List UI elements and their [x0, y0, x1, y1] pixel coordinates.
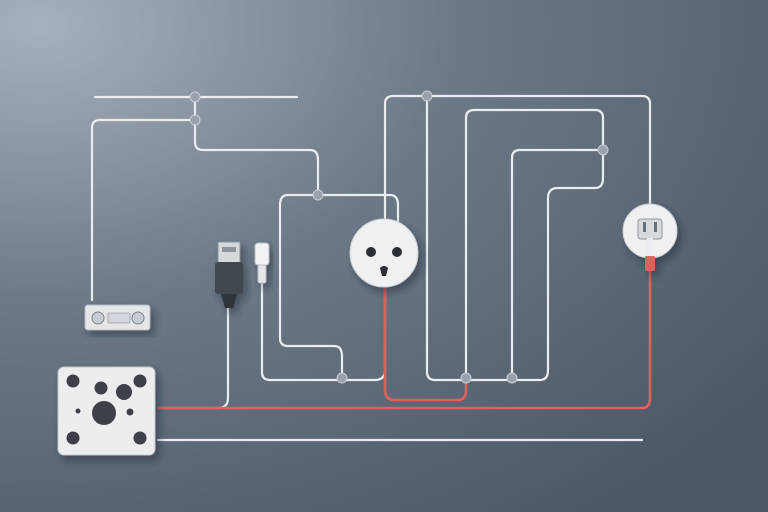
small-plug-tip — [257, 264, 267, 284]
plate-hole — [116, 384, 132, 400]
usb-port-slot — [222, 247, 236, 252]
plate-hole — [133, 431, 147, 445]
plate-center-hole — [92, 401, 116, 425]
plate-hole — [126, 408, 134, 416]
plug-prong — [643, 222, 646, 232]
usb-metal-tip — [217, 241, 241, 265]
junction-node — [189, 114, 201, 126]
junction-node — [421, 90, 433, 102]
plate-hole — [66, 431, 80, 445]
loop-around-outlet — [316, 193, 400, 224]
terminal-block — [84, 304, 151, 331]
junction-node — [312, 189, 324, 201]
plate-hole — [66, 374, 80, 388]
tall-loop-left — [383, 94, 652, 224]
red-wire-outlet — [383, 285, 468, 402]
plate-hole — [133, 374, 147, 388]
screw-icon — [91, 311, 105, 325]
usb-plug — [215, 241, 243, 308]
white-wires — [90, 94, 652, 442]
outlet-ground-hole — [380, 266, 388, 276]
small-plug-body — [254, 242, 270, 266]
junction-node — [189, 91, 201, 103]
junction-node — [506, 372, 518, 384]
red-wire-main — [156, 266, 652, 410]
screw-icon — [131, 311, 145, 325]
junction-node — [597, 144, 609, 156]
plate-hole — [94, 381, 108, 395]
usb-strain-relief — [221, 294, 237, 308]
switch-plate — [57, 366, 156, 456]
red-cable-sleeve — [645, 256, 655, 271]
outlet-hole-right — [392, 247, 402, 257]
wall-plug — [622, 203, 678, 271]
small-plug — [254, 242, 270, 284]
wall-plug-body — [637, 218, 663, 240]
junction-nodes — [189, 90, 609, 384]
plug-prong — [654, 222, 657, 232]
wire-down-to-junction — [193, 95, 320, 197]
plate-hole — [75, 408, 81, 414]
outlet-face — [349, 218, 419, 288]
junction-node — [336, 372, 348, 384]
loop-left-branch — [278, 193, 344, 380]
inner-loop-1 — [425, 94, 605, 382]
red-wires — [156, 266, 652, 410]
usb-housing — [215, 262, 243, 294]
outlet-hole-left — [366, 247, 376, 257]
round-outlet — [349, 218, 419, 288]
terminal-slot — [107, 312, 131, 324]
wire-to-terminal-block — [90, 118, 197, 302]
wall-plug-stem — [647, 238, 653, 258]
junction-node — [460, 372, 472, 384]
inner-loop-2 — [510, 148, 605, 380]
